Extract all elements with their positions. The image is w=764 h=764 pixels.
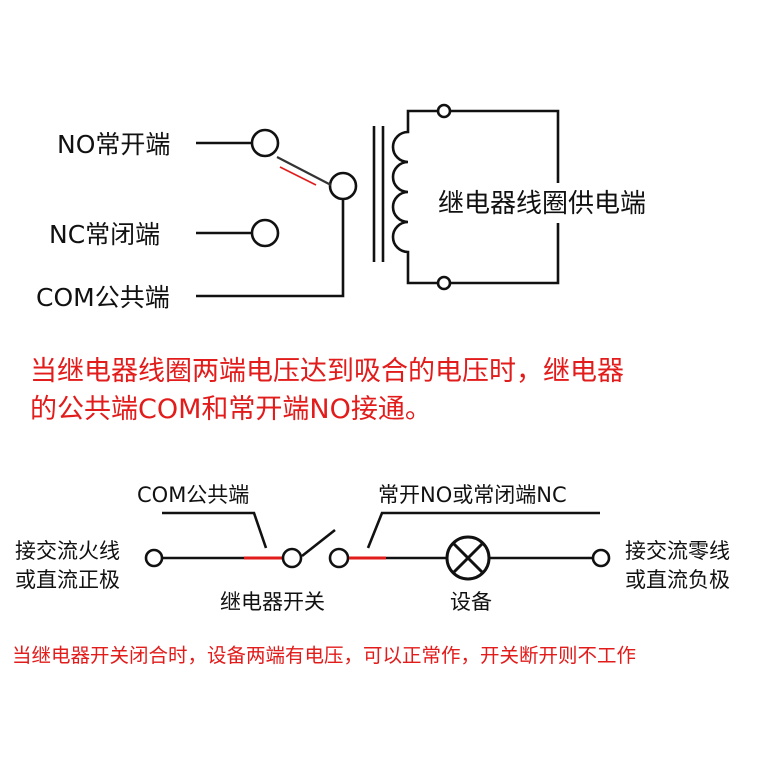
device-label: 设备	[450, 590, 492, 614]
nc-label: NC常闭端	[49, 220, 160, 249]
right-source-line2: 或直流负极	[625, 568, 730, 592]
com-lead-line	[196, 199, 345, 298]
circuit-schematic	[144, 511, 611, 581]
coil-winding	[391, 109, 444, 285]
switch-label: 继电器开关	[220, 590, 325, 614]
coil-label: 继电器线圈供电端	[438, 189, 646, 219]
switch-com-contact	[281, 547, 303, 569]
armature-arm	[276, 156, 332, 186]
com-pivot-terminal	[328, 171, 358, 201]
left-source-line2: 或直流正极	[15, 568, 120, 592]
no-nc-pointer	[366, 511, 600, 549]
bottom-no-nc-label: 常开NO或常闭端NC	[378, 483, 567, 507]
bottom-com-label: COM公共端	[137, 483, 249, 507]
armature-highlight	[279, 166, 317, 186]
caption1-line2: 的公共端COM和常开端NO接通。	[30, 394, 432, 425]
com-pointer	[162, 511, 268, 549]
no-terminal	[250, 128, 280, 158]
right-source-line1: 接交流零线	[625, 539, 730, 563]
no-label: NO常开端	[57, 130, 170, 159]
com-label: COM公共端	[36, 283, 170, 312]
coil-terminal-top	[436, 103, 452, 119]
lamp-cross-2	[451, 541, 485, 575]
caption2: 当继电器开关闭合时，设备两端有电压，可以正常作，开关断开则不工作	[12, 644, 636, 667]
relay-schematic	[196, 103, 560, 298]
coil-terminal-bottom	[436, 275, 452, 291]
switch-blade	[301, 528, 336, 558]
left-terminal	[144, 548, 164, 568]
left-source-line1: 接交流火线	[15, 539, 120, 563]
right-terminal	[591, 548, 611, 568]
coil-label-bg	[434, 183, 672, 223]
nc-terminal	[250, 218, 280, 248]
switch-no-contact	[328, 547, 350, 569]
caption1-line1: 当继电器线圈两端电压达到吸合的电压时，继电器	[30, 356, 624, 387]
